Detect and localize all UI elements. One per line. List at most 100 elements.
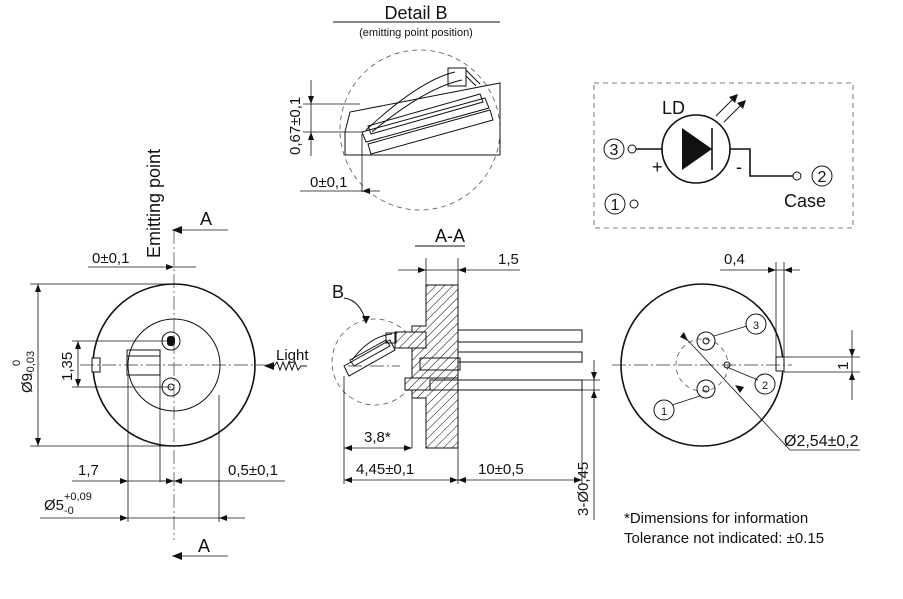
schematic-pin3-label: 3 bbox=[610, 142, 619, 159]
rear-pin1 bbox=[696, 379, 716, 399]
section-callout-arrow bbox=[362, 316, 370, 324]
schematic-terminal-2 bbox=[792, 171, 802, 181]
rear-pin3 bbox=[696, 331, 716, 351]
section-lead-top bbox=[457, 329, 583, 343]
schematic-terminal-3 bbox=[627, 144, 637, 154]
section-38-arrow-left bbox=[344, 445, 352, 451]
rear-pin2-tag bbox=[754, 373, 776, 395]
detail-b-arrow-bottom bbox=[308, 132, 314, 140]
laser-diode-triangle bbox=[682, 128, 712, 170]
front-dim-0-arrow bbox=[166, 264, 174, 270]
section-445-arrow-right bbox=[450, 477, 458, 483]
rear-view: Ø2,54±0,2 3 2 1 0,4 1 bbox=[612, 251, 860, 451]
section-mark-bottom: A bbox=[198, 536, 210, 556]
emission-arrowhead-1 bbox=[729, 94, 738, 103]
schematic-ld-label: LD bbox=[662, 98, 685, 118]
section-15-arrow-left bbox=[418, 267, 426, 273]
section-38-arrow-right bbox=[404, 445, 412, 451]
section-445-label: 4,45±0,1 bbox=[356, 461, 414, 478]
detail-b-chip-outer bbox=[361, 97, 490, 143]
emission-arrow-2 bbox=[723, 103, 743, 123]
front-view: Emitting point A A 0±0,1 Ø9 0 -0,03 1,35 bbox=[11, 149, 285, 560]
section-10-arrow-right bbox=[574, 477, 582, 483]
rear-pcd-arrow-1 bbox=[680, 332, 688, 341]
rear-1-label: 1 bbox=[835, 362, 852, 370]
front-135-arrow-top bbox=[75, 341, 81, 349]
section-flange bbox=[411, 284, 459, 449]
detail-b-offset-arrow bbox=[362, 188, 370, 194]
section-pin-arrow-top bbox=[591, 372, 597, 380]
rear-pcd-arrow-2 bbox=[735, 385, 744, 393]
front-dia9-arrow-bottom bbox=[35, 438, 41, 446]
detail-b-chip-inner bbox=[367, 93, 484, 135]
detail-b-bond-wire-2 bbox=[371, 79, 463, 133]
detail-b-bond-wire bbox=[365, 71, 456, 131]
rear-notch bbox=[775, 356, 785, 372]
section-lead-inner bbox=[419, 357, 461, 371]
section-10-arrow-left bbox=[458, 477, 466, 483]
front-dia9-arrow-top bbox=[35, 284, 41, 292]
section-mark-bottom-arrow bbox=[172, 552, 182, 560]
schematic-minus: - bbox=[736, 157, 742, 177]
emitting-point-label: Emitting point bbox=[144, 149, 164, 258]
schematic-plus: + bbox=[652, 157, 663, 177]
rear-pitch-circle bbox=[675, 338, 729, 392]
light-wave bbox=[268, 360, 307, 372]
front-dia5-arrow-right bbox=[219, 515, 227, 521]
section-callout-leader bbox=[343, 297, 367, 323]
schematic-frame bbox=[593, 82, 854, 229]
schematic-case-label: Case bbox=[784, 191, 826, 211]
section-lead-middle bbox=[457, 351, 583, 363]
section-10-label: 10±0,5 bbox=[478, 461, 524, 478]
schematic-pin3-circle bbox=[603, 138, 625, 160]
front-dia5-tol-lower: -0 bbox=[64, 505, 74, 517]
notes: *Dimensions for information Tolerance no… bbox=[624, 510, 824, 547]
note-dimensions: *Dimensions for information bbox=[624, 510, 808, 527]
rear-pin3-tag bbox=[745, 313, 767, 335]
detail-b-pad bbox=[447, 67, 467, 87]
front-135-label: 1,35 bbox=[59, 352, 76, 381]
section-aa-title: A-A bbox=[435, 226, 465, 246]
front-dia9-tol-lower: -0,03 bbox=[25, 351, 37, 376]
rear-1-arrow-top bbox=[849, 349, 855, 357]
schematic-view: LD 3 2 1 + - Case bbox=[593, 82, 854, 229]
light-label: Light bbox=[276, 347, 309, 364]
front-dia9-label: Ø9 bbox=[19, 373, 36, 393]
rear-04-label: 0,4 bbox=[724, 251, 745, 268]
rear-pin3-core bbox=[702, 337, 710, 345]
section-15-arrow-right bbox=[458, 267, 466, 273]
section-15-label: 1,5 bbox=[498, 251, 519, 268]
rear-pin1-label: 1 bbox=[661, 406, 667, 418]
front-dia5-label: Ø5 bbox=[44, 497, 64, 514]
front-chip bbox=[126, 349, 161, 376]
rear-04-arrow-right bbox=[784, 267, 792, 273]
section-38-label: 3,8* bbox=[364, 429, 391, 446]
rear-pin2-leader bbox=[728, 367, 759, 381]
section-chip-inner bbox=[349, 339, 391, 367]
emission-arrowhead-2 bbox=[737, 100, 746, 109]
detail-b-submount bbox=[344, 82, 501, 155]
front-135-arrow-bottom bbox=[75, 379, 81, 387]
rear-pin1-tag bbox=[653, 399, 675, 421]
detail-b-view: Detail B (emitting point position) 0,67±… bbox=[287, 3, 501, 211]
emission-arrow-1 bbox=[715, 97, 735, 117]
detail-b-height-label: 0,67±0,1 bbox=[287, 97, 304, 155]
detail-b-title: Detail B bbox=[384, 3, 447, 23]
detail-b-arrow-top bbox=[308, 96, 314, 104]
front-17-arrow-left bbox=[120, 478, 128, 484]
rear-pcd-leader bbox=[681, 333, 791, 451]
schematic-pin1-circle bbox=[604, 193, 626, 215]
light-arrowhead bbox=[264, 362, 274, 370]
front-05-label: 0,5±0,1 bbox=[228, 462, 278, 479]
rear-pin3-label: 3 bbox=[753, 320, 759, 332]
section-pad bbox=[385, 332, 397, 344]
schematic-pin2-label: 2 bbox=[818, 169, 827, 186]
front-dim-0-label: 0±0,1 bbox=[92, 250, 129, 267]
schematic-wire-cathode bbox=[730, 148, 793, 177]
detail-b-chip-base bbox=[367, 109, 494, 155]
section-mark-top: A bbox=[200, 209, 212, 229]
rear-pin3-leader bbox=[713, 325, 748, 337]
section-lead-bottom bbox=[429, 379, 583, 391]
section-aa-view: A-A B Light 1,5 bbox=[264, 226, 600, 520]
